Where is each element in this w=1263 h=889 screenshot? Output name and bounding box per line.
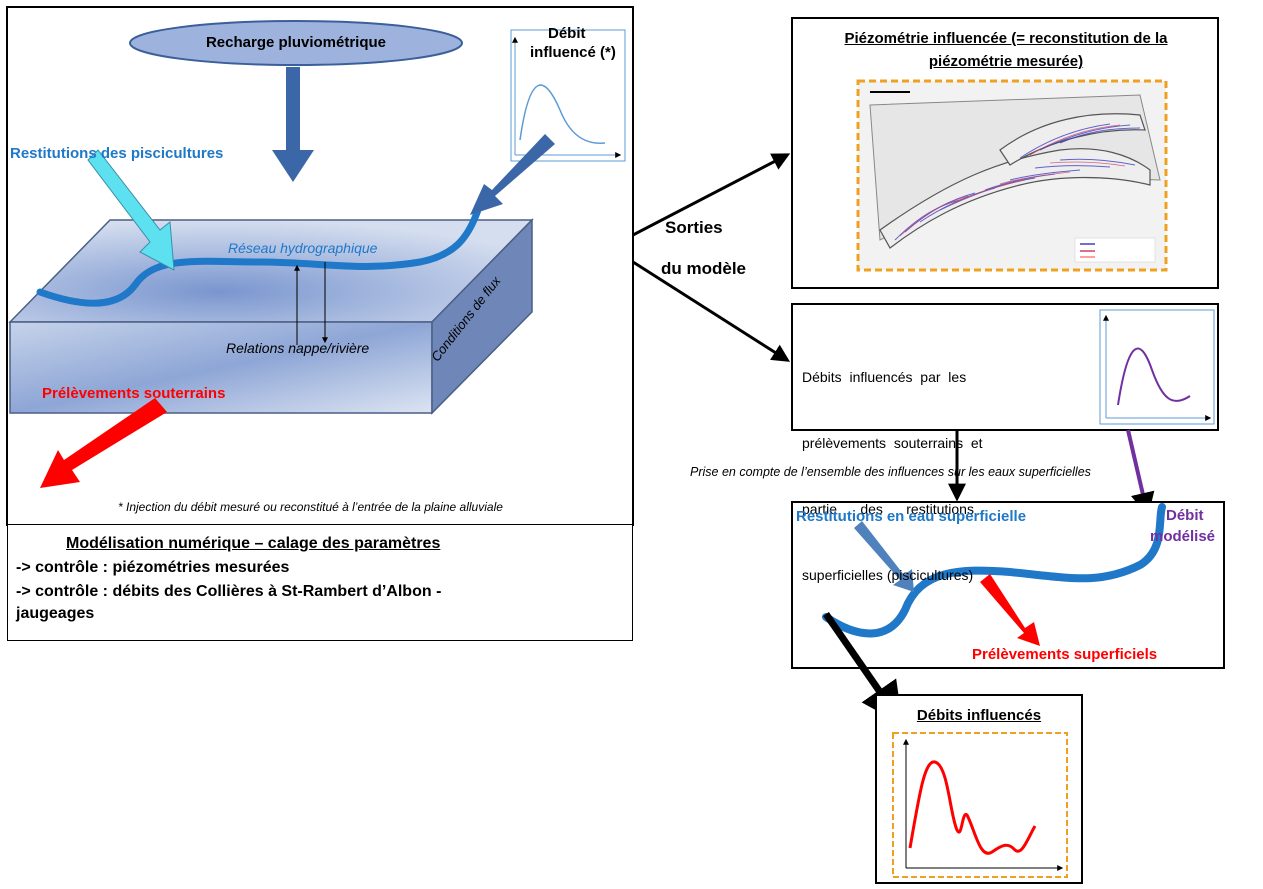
- debits-chart-frame: [1099, 309, 1215, 425]
- surface-restitutions-label: Restitutions en eau superficielle: [796, 508, 1027, 525]
- recharge-label: Recharge pluviométrique: [205, 34, 387, 51]
- recharge-arrow: [272, 67, 314, 182]
- piezo-title-line1: Piézométrie influencée (= reconstitution…: [844, 30, 1168, 47]
- output-arrow-piezo: [632, 153, 791, 237]
- piscicultures-label: Restitutions des piscicultures: [10, 145, 224, 162]
- calibration-line3: jaugeages: [16, 605, 95, 622]
- debits-text-line3: partie des restitutions: [802, 501, 974, 517]
- inflow-hydrograph: [519, 84, 606, 144]
- recharge-ellipse: [129, 20, 463, 66]
- inflow-label-line2: influencé (*): [530, 44, 616, 61]
- debits-influences-title: Débits influencés: [916, 707, 1042, 724]
- prelevements-superficiels-label: Prélèvements superficiels: [972, 646, 1158, 663]
- relations-label: Relations nappe/rivière: [226, 340, 370, 356]
- debit-modelise-line1: Débit: [1166, 507, 1204, 524]
- calibration-line1: -> contrôle : piézométries mesurées: [16, 559, 290, 576]
- inflow-arrow: [470, 134, 555, 215]
- reseau-label: Réseau hydrographique: [228, 240, 378, 256]
- debits-text-line1: Débits influencés par les: [802, 369, 967, 385]
- prelevements-souterrains-label: Prélèvements souterrains: [42, 385, 226, 402]
- debit-modelise-line2: modélisé: [1150, 528, 1216, 545]
- debits-influences-hydrograph: [908, 760, 1037, 855]
- surface-abstraction-arrow: [980, 574, 1040, 646]
- surface-restitutions-arrow: [854, 521, 914, 592]
- inflow-label-line1: Débit: [548, 25, 586, 42]
- debits-panel-text: Débits influencés par les prélèvements s…: [802, 322, 1092, 608]
- debits-text-line2: prélèvements souterrains et: [802, 435, 983, 451]
- sorties-label-line2: du modèle: [661, 259, 747, 278]
- aquifer-block-side: [431, 218, 533, 415]
- piscicultures-arrow: [87, 149, 175, 271]
- debits-hydrograph: [1117, 347, 1191, 406]
- piezo-title-line2: piézométrie mesurée): [928, 53, 1084, 70]
- footnote: * Injection du débit mesuré ou reconstit…: [118, 500, 503, 514]
- piezo-map: [869, 91, 1161, 263]
- sorties-label-line1: Sorties: [665, 218, 723, 237]
- calibration-panel: Modélisation numérique – calage des para…: [7, 525, 633, 641]
- inflow-chart-frame: [510, 29, 626, 162]
- prise-en-compte-label: Prise en compte de l’ensemble des influe…: [690, 465, 1091, 479]
- calibration-title: Modélisation numérique – calage des para…: [66, 535, 441, 552]
- arrow-debit-modelise: [1126, 429, 1155, 517]
- output-arrow-debits: [632, 260, 791, 362]
- surface-river: [822, 503, 1166, 638]
- river-network: [36, 206, 482, 307]
- groundwater-abstraction-arrow: [40, 398, 167, 488]
- debits-influences-chart-frame: [892, 732, 1068, 878]
- calibration-line2: -> contrôle : débits des Collières à St-…: [16, 583, 442, 600]
- debits-text-line4: superficielles (piscicultures): [802, 567, 974, 583]
